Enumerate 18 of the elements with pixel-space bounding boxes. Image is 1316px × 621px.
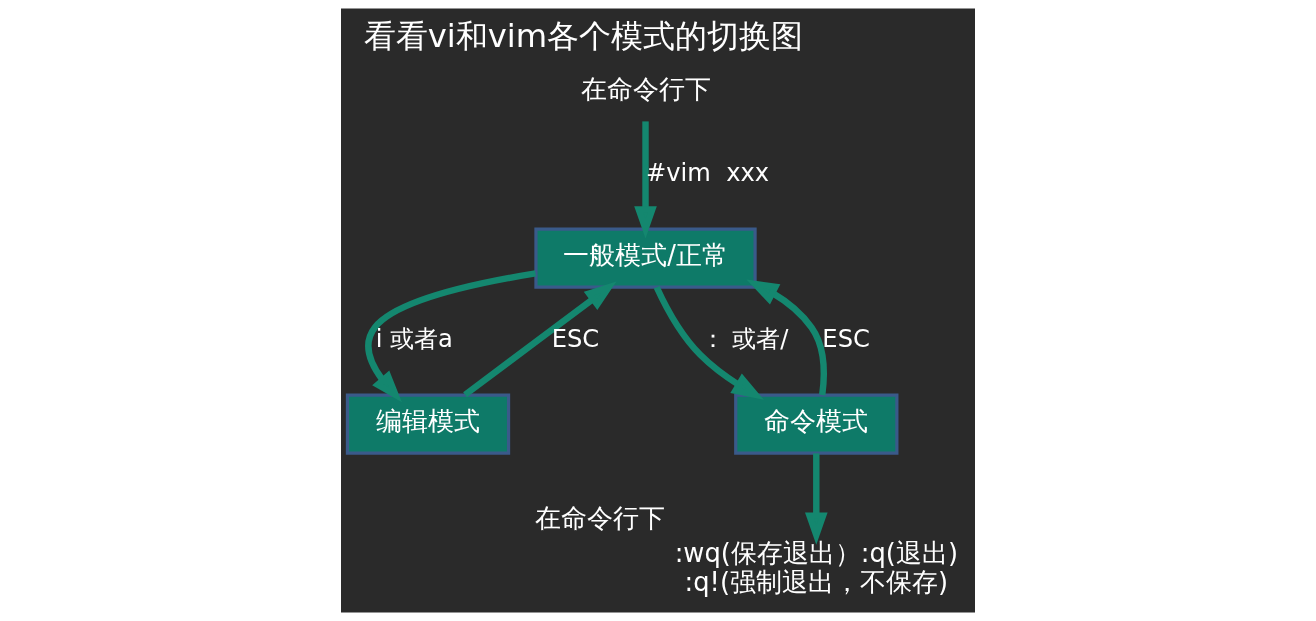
edge-label: #vim xxx	[646, 158, 770, 187]
node-label: 在命令行下	[535, 502, 666, 533]
node-text: :wq(保存退出）:q(退出) :q!(强制退出，不保存)	[674, 538, 958, 598]
node-box: 一般模式/正常	[534, 227, 757, 289]
node-box: 命令模式	[734, 393, 899, 455]
edge-label: ESC	[822, 324, 870, 353]
edge-label: i 或者a	[375, 324, 453, 353]
diagram-title: 看看vi和vim各个模式的切换图	[363, 17, 804, 56]
node-text: 在命令行下	[580, 74, 711, 105]
arrow	[746, 279, 827, 396]
edge-label: ESC	[551, 324, 600, 353]
arrow	[463, 281, 617, 398]
arrow	[805, 453, 828, 545]
arrow	[634, 121, 657, 239]
node-box: 编辑模式	[345, 393, 511, 455]
edge-label: ： 或者/	[700, 324, 789, 353]
arrow	[653, 285, 764, 400]
arrow	[365, 270, 536, 403]
